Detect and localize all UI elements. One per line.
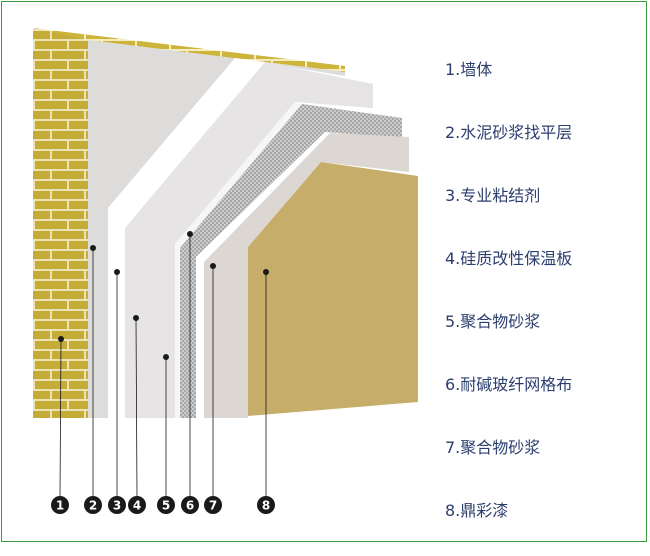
legend-item-5: 5.聚合物砂浆 — [445, 312, 541, 331]
number-badge-4: 4 — [128, 496, 146, 514]
number-badge-6: 6 — [181, 496, 199, 514]
number-badge-8: 8 — [257, 496, 275, 514]
badge-number: 8 — [262, 499, 270, 513]
badge-number: 5 — [162, 499, 170, 513]
badge-number: 3 — [113, 499, 121, 513]
layer-cement-mortar — [88, 40, 345, 418]
number-badge-5: 5 — [157, 496, 175, 514]
leader-lines — [58, 231, 269, 497]
badge-number: 4 — [133, 499, 141, 513]
number-badge-3: 3 — [108, 496, 126, 514]
legend-item-6: 6.耐碱玻纤网格布 — [445, 375, 573, 394]
badge-number: 7 — [209, 499, 217, 513]
layer-polymer-mortar-2 — [204, 133, 409, 418]
marker-dot-8 — [263, 269, 269, 275]
badge-number: 6 — [186, 499, 194, 513]
legend-item-7: 7.聚合物砂浆 — [445, 438, 541, 457]
legend-item-4: 4.硅质改性保温板 — [445, 249, 573, 268]
number-badge-7: 7 — [204, 496, 222, 514]
layer-paint — [248, 162, 418, 416]
layer-insulation-board — [125, 62, 373, 418]
legend-item-8: 8.鼎彩漆 — [445, 501, 509, 520]
badge-number: 2 — [89, 499, 97, 513]
marker-dot-5 — [163, 354, 169, 360]
marker-dot-3 — [114, 269, 120, 275]
layer-legend: 1.墙体 2.水泥砂浆找平层 3.专业粘结剂 4.硅质改性保温板 5.聚合物砂浆 6.耐碱… — [445, 52, 572, 556]
badge-number: 1 — [56, 499, 64, 513]
number-badge-2: 2 — [84, 496, 102, 514]
marker-dot-4 — [133, 315, 139, 321]
layer-adhesive — [108, 58, 265, 418]
legend-item-3: 3.专业粘结剂 — [445, 186, 541, 205]
legend-item-2: 2.水泥砂浆找平层 — [445, 123, 573, 142]
marker-dot-6 — [187, 231, 193, 237]
marker-dot-2 — [90, 245, 96, 251]
number-badge-1: 1 — [51, 496, 69, 514]
legend-item-1: 1.墙体 — [445, 60, 493, 79]
leader-line-4 — [135, 317, 138, 497]
layer-brick-wall — [33, 28, 345, 418]
leader-line-1 — [59, 338, 62, 497]
layer-fiberglass-mesh — [180, 104, 402, 418]
image-frame — [1, 1, 647, 542]
marker-dot-7 — [210, 263, 216, 269]
marker-dot-1 — [58, 336, 64, 342]
